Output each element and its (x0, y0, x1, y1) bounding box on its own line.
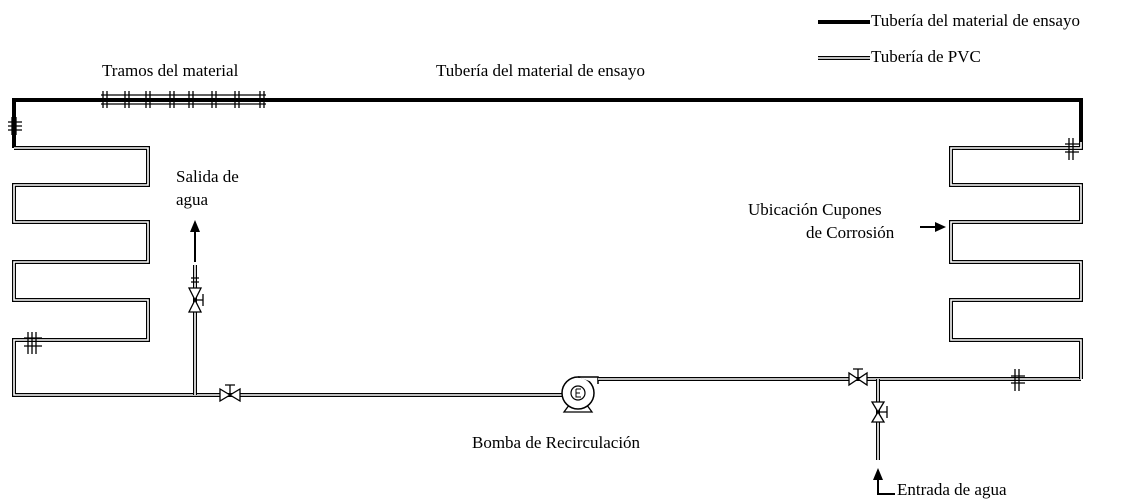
water-outlet-label-line1: Salida de (176, 167, 239, 186)
right-serpentine-pvc (949, 142, 1083, 379)
top-pipe-label: Tubería del material de ensayo (436, 61, 645, 80)
recirculation-pump (561, 376, 599, 413)
outlet-arrow (190, 220, 200, 262)
inlet-valve (870, 401, 888, 423)
bottom-right-valve (848, 368, 868, 387)
left-top-flange (8, 117, 22, 135)
coupons-label-line2: de Corrosión (806, 223, 895, 242)
coupon-arrow (920, 222, 946, 232)
water-inlet-label: Entrada de agua (897, 480, 1007, 499)
bottom-left-valve (219, 384, 241, 403)
legend-test-pipe-label: Tubería del material de ensayo (871, 11, 1080, 30)
left-serpentine-flange (24, 332, 42, 354)
pump-label: Bomba de Recirculación (472, 433, 641, 452)
coupons-label-line1: Ubicación Cupones (748, 200, 882, 219)
bottom-right-flange (1011, 369, 1025, 391)
left-serpentine-pvc (12, 146, 195, 397)
segments-label: Tramos del material (102, 61, 239, 80)
outlet-valve (187, 277, 204, 313)
legend-pvc-pipe-label: Tubería de PVC (871, 47, 981, 66)
test-material-pipe (12, 98, 1083, 148)
segment-flanges (101, 91, 266, 108)
inlet-arrow (873, 468, 895, 495)
water-outlet-label-line2: agua (176, 190, 209, 209)
right-serpentine-flange (1065, 138, 1079, 160)
